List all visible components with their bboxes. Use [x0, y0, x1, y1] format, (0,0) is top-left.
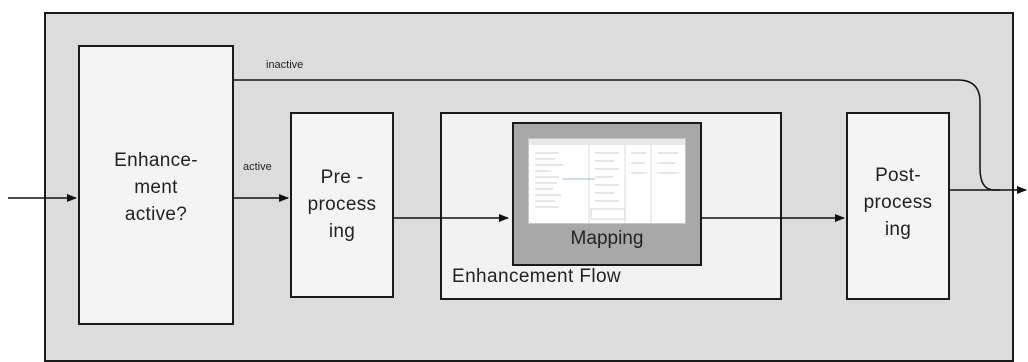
- connection-wires: [8, 79, 1027, 222]
- active-edge-label: active: [243, 161, 272, 173]
- inactive-bypass-path: [234, 79, 1027, 194]
- enhancement-flow-label: Enhancement Flow: [452, 266, 622, 287]
- inactive-edge-label: inactive: [266, 59, 304, 71]
- mapping-label: Mapping: [570, 228, 644, 249]
- preprocessing-label: Pre - process ing: [307, 167, 377, 242]
- mapping-thumbnail-image: [529, 139, 685, 223]
- postprocessing-block: Post- process ing: [846, 112, 950, 300]
- mapping-screenshot-thumbnail: [528, 138, 686, 224]
- mapping-block: Mapping: [512, 122, 702, 266]
- enhancement-active-label: Enhance- ment active?: [114, 150, 198, 225]
- enhancement-flow-block: Mapping Enhancement Flow: [440, 112, 782, 300]
- postprocessing-label: Post- process ing: [863, 165, 933, 240]
- enhancement-active-decision: Enhance- ment active?: [78, 45, 234, 325]
- preprocessing-block: Pre - process ing: [290, 112, 394, 298]
